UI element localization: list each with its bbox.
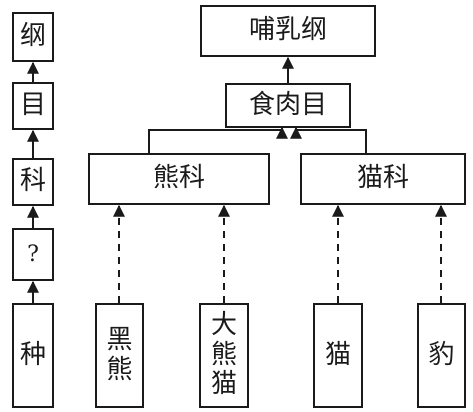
- level-class-label: 纲: [19, 21, 46, 52]
- level-unknown: ?: [12, 228, 54, 281]
- level-species-label: 种: [19, 339, 46, 370]
- species-black-bear: 黑熊: [95, 303, 144, 408]
- species-leopard: 豹: [417, 303, 466, 408]
- order-carnivora-label: 食肉目: [248, 89, 327, 120]
- class-mammalia-label: 哺乳纲: [248, 15, 327, 46]
- level-family-label: 科: [19, 166, 46, 197]
- species-cat-label: 猫: [324, 339, 351, 370]
- species-leopard-label: 豹: [428, 339, 455, 370]
- family-ursidae: 熊科: [88, 153, 270, 205]
- arrow-cat-family-to-order: [290, 126, 367, 153]
- family-felidae: 猫科: [300, 153, 466, 205]
- class-mammalia: 哺乳纲: [200, 5, 376, 57]
- level-unknown-label: ?: [27, 241, 39, 267]
- species-cat: 猫: [313, 303, 363, 408]
- species-giant-panda-label: 大熊猫: [210, 309, 237, 400]
- family-ursidae-label: 熊科: [152, 163, 205, 194]
- species-black-bear-label: 黑熊: [106, 324, 133, 385]
- level-order: 目: [12, 82, 54, 130]
- level-family: 科: [12, 158, 54, 206]
- species-giant-panda: 大熊猫: [199, 303, 249, 408]
- family-felidae-label: 猫科: [356, 163, 409, 194]
- level-order-label: 目: [19, 90, 46, 121]
- level-class: 纲: [12, 12, 54, 62]
- order-carnivora: 食肉目: [225, 83, 351, 128]
- arrow-bear-family-to-order: [148, 129, 282, 153]
- level-species: 种: [12, 303, 54, 408]
